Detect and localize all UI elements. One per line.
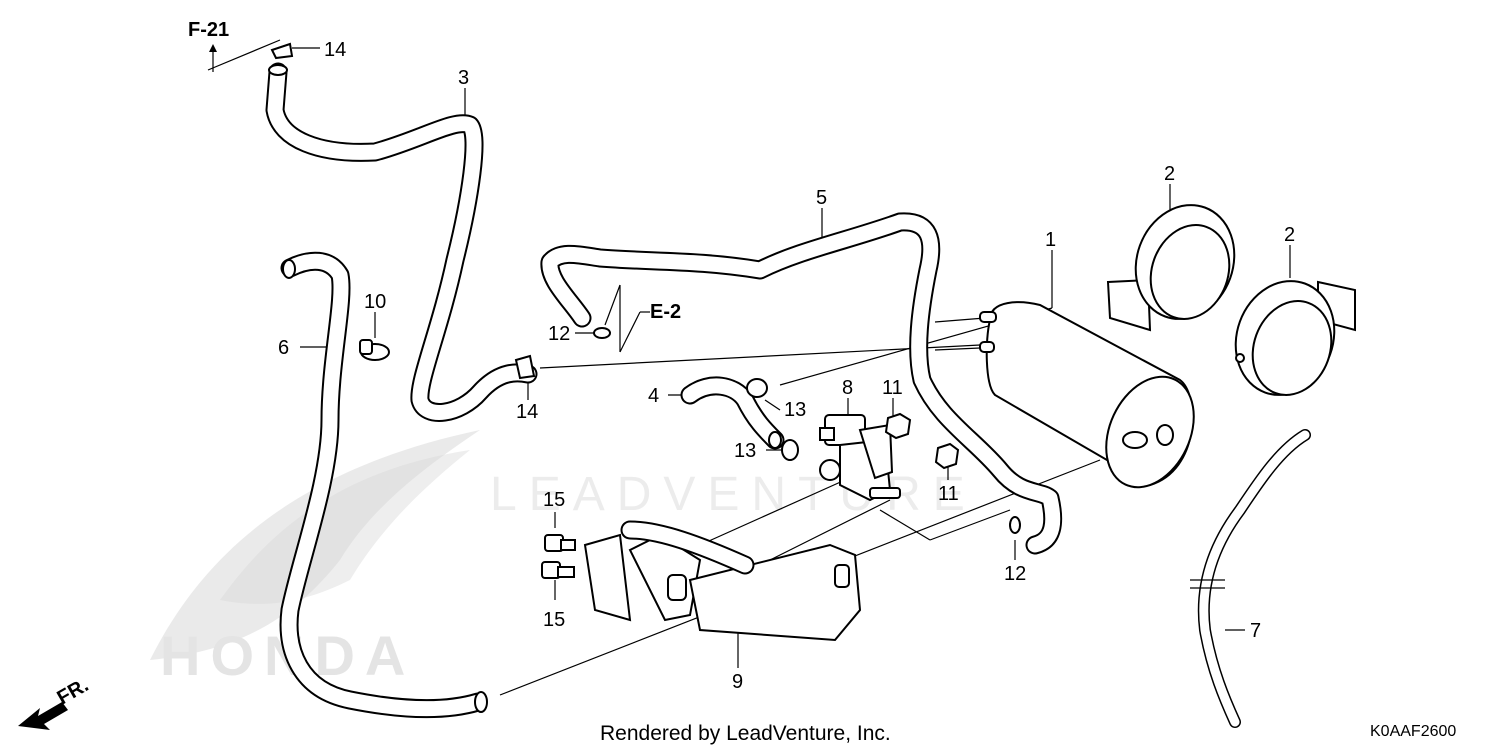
callout-11-lower: 11 xyxy=(938,483,959,505)
solenoid-valve-8 xyxy=(819,414,901,502)
canister-1 xyxy=(979,301,1195,489)
hose-5 xyxy=(540,212,1063,555)
clip-12-upper xyxy=(593,327,611,339)
footer-credit: Rendered by LeadVenture, Inc. xyxy=(600,722,891,745)
clip-13-upper xyxy=(746,378,768,398)
ref-f21-label: F-21 xyxy=(188,19,229,41)
callout-5: 5 xyxy=(816,187,827,209)
callout-13-lower: 13 xyxy=(734,440,756,462)
callout-14-upper: 14 xyxy=(324,39,346,61)
clip-14-top xyxy=(270,42,294,60)
callout-12-lower: 12 xyxy=(1004,563,1026,585)
callout-8: 8 xyxy=(842,377,853,399)
band-2-right xyxy=(1234,280,1356,396)
clip-14-mid xyxy=(514,354,536,380)
callout-4: 4 xyxy=(648,385,659,407)
bolt-15-lower xyxy=(541,561,575,579)
callout-12-upper: 12 xyxy=(548,323,570,345)
hose-3 xyxy=(265,62,538,422)
ref-e2-label: E-2 xyxy=(650,301,681,323)
callout-10: 10 xyxy=(364,291,386,313)
diagram-code: K0AAF2600 xyxy=(1370,723,1456,740)
callout-2-right: 2 xyxy=(1284,224,1295,246)
bolt-15-upper xyxy=(544,534,576,552)
callout-1: 1 xyxy=(1045,229,1056,251)
callout-15-lower: 15 xyxy=(543,609,565,631)
clamp-10 xyxy=(359,339,390,361)
callout-7: 7 xyxy=(1250,620,1261,642)
honda-wing-watermark: HONDA xyxy=(150,430,480,687)
hose-7 xyxy=(1190,429,1311,728)
ref-f21: F-21 xyxy=(188,19,229,72)
clip-13-lower xyxy=(781,439,799,461)
front-arrow-icon xyxy=(18,702,68,730)
hose-6 xyxy=(279,251,488,719)
nut-11-lower xyxy=(934,442,960,470)
nut-11-upper xyxy=(884,412,912,440)
callout-6: 6 xyxy=(278,337,289,359)
hose-4 xyxy=(680,376,785,450)
callouts: 1 2 2 3 4 5 6 7 8 9 10 11 11 12 12 13 13… xyxy=(278,39,1295,693)
callout-9: 9 xyxy=(732,671,743,693)
callout-2-left: 2 xyxy=(1164,163,1175,185)
callout-15-upper: 15 xyxy=(543,489,565,511)
callout-13-upper: 13 xyxy=(784,399,806,421)
clip-12-lower xyxy=(1009,516,1021,534)
front-direction: FR. xyxy=(18,674,92,730)
callout-14-lower: 14 xyxy=(516,401,538,423)
callout-11-upper: 11 xyxy=(882,377,903,399)
band-2-left xyxy=(1106,204,1236,332)
callout-3: 3 xyxy=(458,67,469,89)
bracket-9 xyxy=(583,520,862,642)
ref-e2: E-2 xyxy=(650,301,681,323)
